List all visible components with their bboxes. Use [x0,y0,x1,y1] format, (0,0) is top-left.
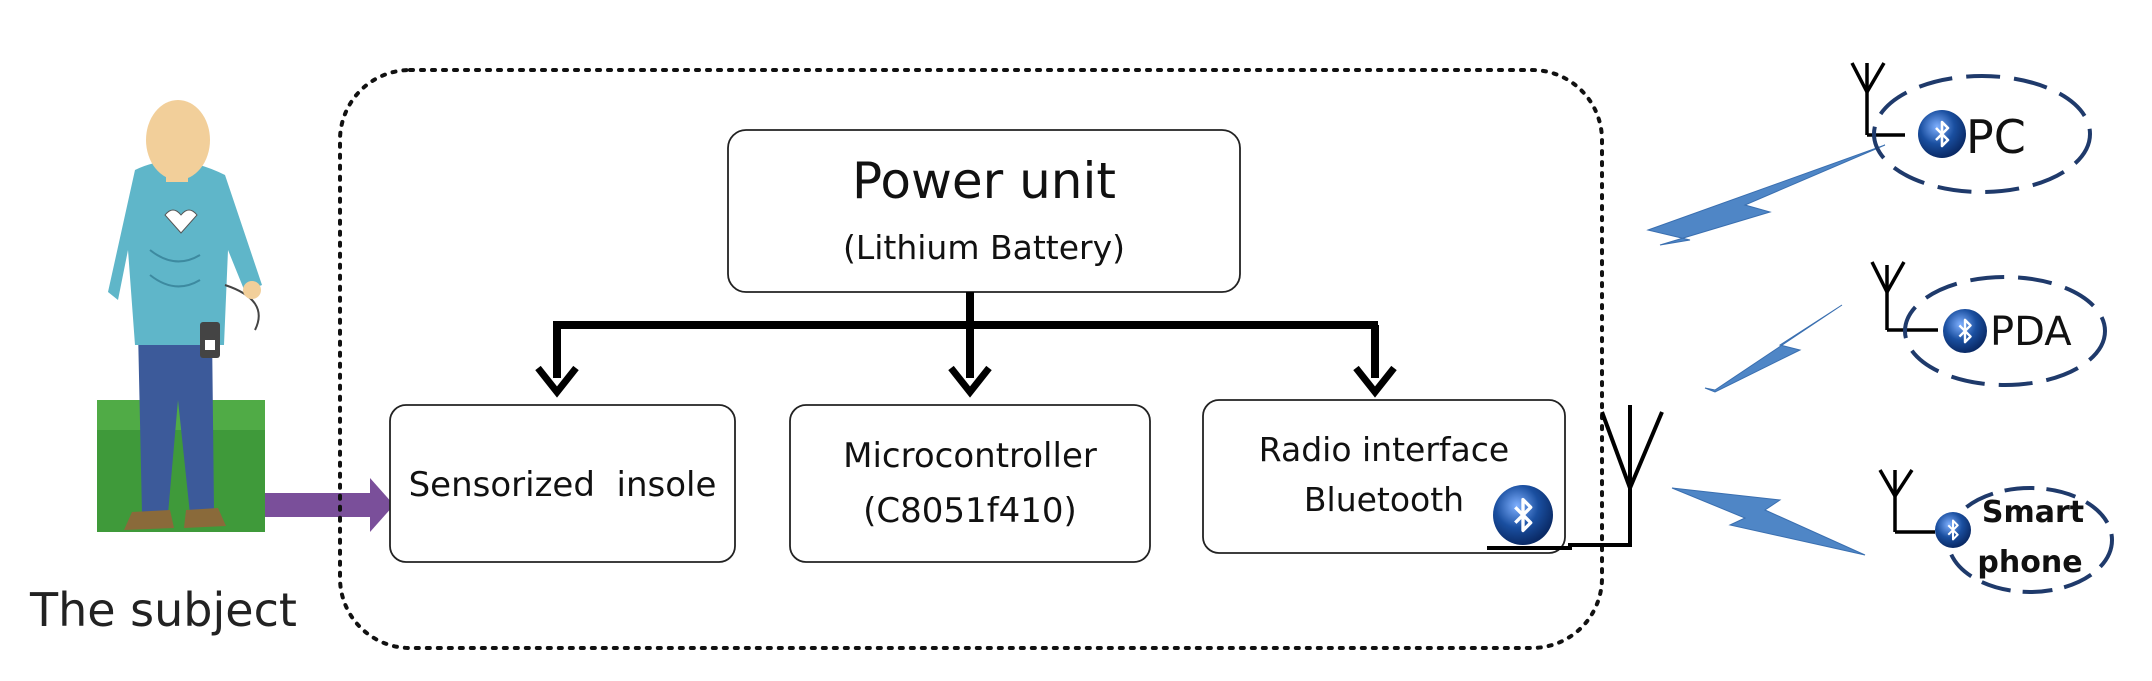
power-unit-box [727,129,1241,293]
microcontroller-box [789,404,1151,563]
smartphone-bluetooth-icon [1935,512,1971,548]
subject-figure [97,100,265,532]
wireless-link-pda [1704,304,1843,393]
pda-antenna [1870,261,1938,332]
head [146,100,210,180]
power-distribution [553,292,1379,378]
shoe-left [124,510,174,530]
trousers [138,330,214,514]
smartphone-label-line1: Smart [1981,495,2085,530]
power-unit-subtitle: (Lithium Battery) [842,228,1125,267]
pda-label: PDA [1990,309,2072,355]
pda-bluetooth-icon [1943,309,1987,353]
shoe-right [184,508,226,528]
smartphone-label-line2: phone [1977,545,2083,580]
radio-interface-label: Radio interface [1258,430,1510,469]
sensorized-insole-box [389,404,736,563]
radio-interface-box [1202,399,1566,554]
wireless-link-smartphone [1671,487,1866,556]
pc-label: PC [1966,110,2026,164]
device-smartphone [1878,469,2114,594]
sensorized-insole-label: Sensorized insole [408,465,717,505]
heart-sensor [164,209,198,234]
wireless-link-pc [1646,144,1886,246]
power-arrowheads [535,365,1397,398]
shirt [108,161,262,345]
subject-to-insole-arrow [265,478,394,532]
power-unit-title: Power unit [852,152,1116,210]
pc-bluetooth-icon [1918,110,1966,158]
microcontroller-label: Microcontroller [843,436,1097,476]
device-pda [1870,261,2107,387]
microcontroller-model: (C8051f410) [863,491,1077,531]
radio-antenna [1487,405,1664,550]
bluetooth-icon [1493,485,1553,545]
device-pc [1850,62,2092,194]
smartphone-antenna [1878,469,1935,534]
pda-ellipse [1903,275,2107,387]
device-boundary [338,68,1604,650]
radio-bluetooth-label: Bluetooth [1303,480,1465,519]
pc-ellipse [1872,74,2092,194]
subject-caption: The subject [30,583,297,637]
